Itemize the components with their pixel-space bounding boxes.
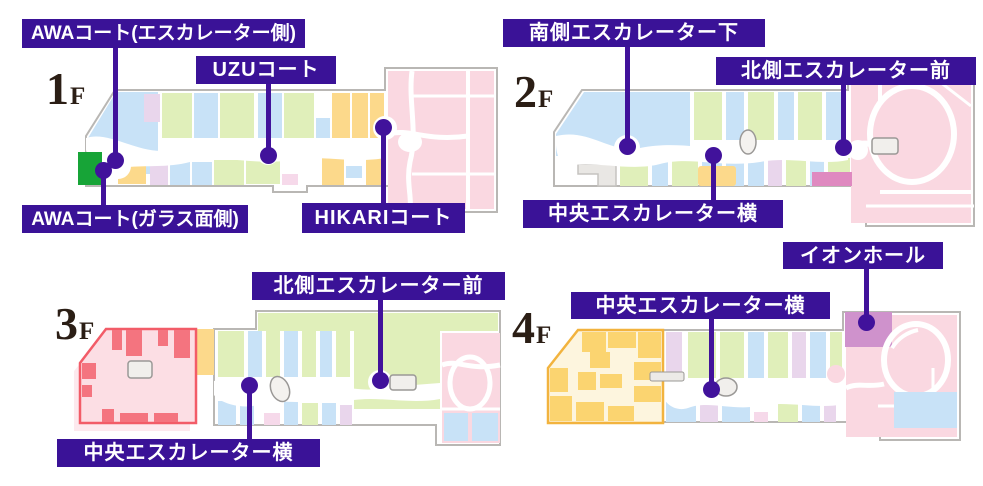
floor-4-digit: 4 (512, 302, 535, 353)
label-4f-center-escalator-side: 中央エスカレーター横 (571, 292, 830, 319)
leader-1f-awa-glass (101, 170, 106, 205)
leader-1f-awa-escalator (113, 48, 118, 160)
floor-2-digit: 2 (514, 66, 537, 117)
dot-2f-north-escalator (835, 139, 852, 156)
label-2f-south-escalator-below: 南側エスカレーター下 (503, 19, 765, 47)
dot-1f-awa-glass (95, 162, 112, 179)
floor-3-highlight-zone (78, 327, 198, 425)
floor-1-suffix: F (70, 83, 86, 110)
leader-1f-hikari (381, 127, 386, 203)
label-1f-awa-court-escalator-side: AWAコート(エスカレーター側) (22, 19, 305, 48)
leader-1f-uzu (266, 84, 271, 155)
dot-1f-awa-escalator (107, 152, 124, 169)
floor-1-stores (88, 92, 385, 185)
floor-3-right-wing (441, 333, 501, 443)
dot-1f-uzu (260, 147, 277, 164)
leader-2f-north-escalator (841, 85, 846, 147)
leader-2f-south-escalator (625, 47, 630, 146)
floor-4-map (546, 311, 961, 441)
label-2f-north-escalator-front: 北側エスカレーター前 (716, 57, 976, 85)
floor-3-digit: 3 (55, 298, 78, 349)
floor-3-map (74, 310, 501, 446)
floor-1-digit: 1 (46, 63, 69, 114)
leader-3f-center-escalator (247, 385, 252, 439)
floor-2-right-wing (812, 80, 974, 223)
label-3f-center-escalator-side: 中央エスカレーター横 (57, 439, 320, 467)
leader-2f-center-escalator (711, 155, 716, 200)
floor-4-highlight-zone (546, 328, 685, 425)
leader-3f-north-escalator (378, 300, 383, 380)
label-1f-hikari-court: HIKARIコート (302, 203, 465, 233)
dot-2f-south-escalator (619, 138, 636, 155)
leader-4f-center-escalator (709, 319, 714, 389)
floor-3-suffix: F (79, 318, 95, 345)
label-4f-aeon-hall: イオンホール (783, 242, 943, 269)
label-1f-uzu-court: UZUコート (196, 56, 336, 84)
floor-4-right-wing (844, 312, 957, 437)
label-3f-north-escalator-front: 北側エスカレーター前 (252, 272, 505, 300)
dot-2f-center-escalator (705, 147, 722, 164)
floor-2-suffix: F (538, 86, 554, 113)
floor-4-suffix: F (536, 322, 552, 349)
floor-1-right-wing (373, 70, 494, 210)
dot-4f-aeon-hall (858, 314, 875, 331)
floor-2-stores (556, 92, 850, 187)
dot-3f-north-escalator (372, 372, 389, 389)
dot-4f-center-escalator (703, 381, 720, 398)
floor-1-map (78, 67, 498, 213)
leader-4f-aeon-hall (864, 269, 869, 322)
dot-3f-center-escalator (241, 377, 258, 394)
dot-1f-hikari (375, 119, 392, 136)
label-2f-center-escalator-side: 中央エスカレーター横 (523, 200, 783, 228)
label-1f-awa-court-glass-side: AWAコート(ガラス面側) (22, 205, 248, 233)
